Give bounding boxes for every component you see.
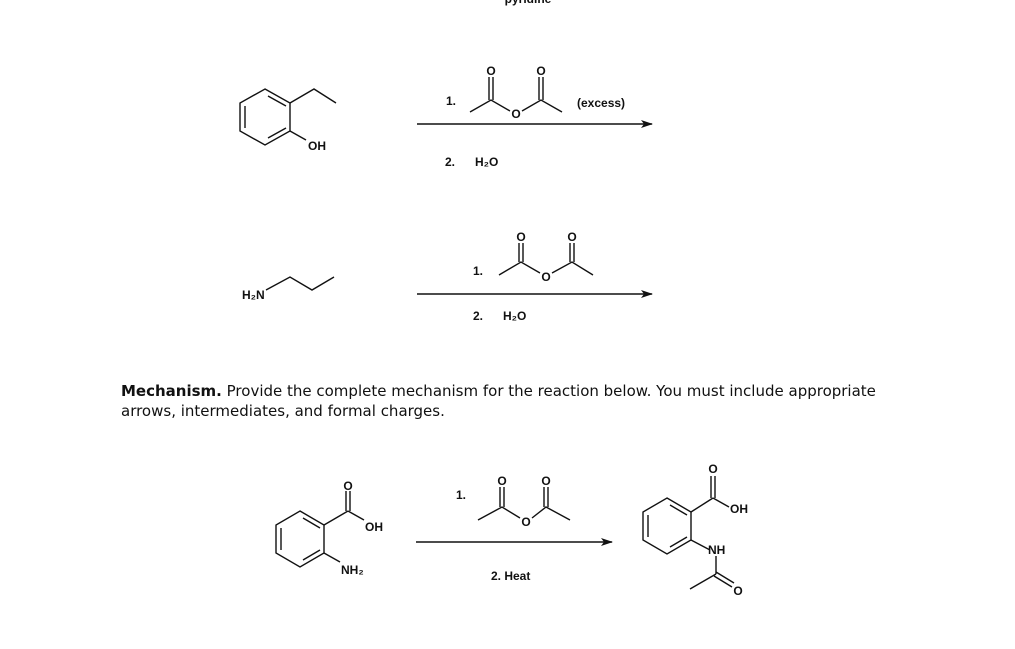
svg-text:O: O [497, 474, 506, 488]
reactant-2-ethylphenol: OH [239, 88, 337, 153]
excess-label: (excess) [577, 96, 625, 110]
pyridine-label-cut: pyridine [505, 0, 552, 6]
acetic-anhydride: O O O [477, 474, 571, 529]
mechanism-heading: Mechanism. [121, 382, 222, 400]
water-label: H₂O [475, 155, 498, 169]
svg-text:NH: NH [708, 543, 725, 557]
svg-text:OH: OH [730, 502, 748, 516]
acetic-anhydride: O O O [498, 230, 594, 284]
svg-text:O: O [733, 584, 742, 598]
svg-text:O: O [541, 474, 550, 488]
svg-text:O: O [708, 462, 717, 476]
acetic-anhydride: O O O [469, 64, 563, 121]
step2-label: 2. [445, 155, 455, 169]
svg-text:O: O [516, 230, 525, 244]
mechanism-text: Provide the complete mechanism for the r… [121, 382, 876, 420]
reactant-anthranilic-acid: O OH NH₂ [275, 479, 383, 577]
step1-label: 1. [446, 94, 456, 108]
mechanism-instructions: Mechanism. Provide the complete mechanis… [121, 381, 901, 421]
svg-text:O: O [536, 64, 545, 78]
h2n-label: H₂N [242, 288, 265, 302]
step2-label: 2. [473, 309, 483, 323]
svg-text:O: O [486, 64, 495, 78]
heat-label: 2. Heat [491, 569, 530, 583]
oh-label: OH [308, 139, 326, 153]
reactant-propylamine: H₂N [242, 276, 335, 302]
svg-text:O: O [541, 270, 550, 284]
step1-label: 1. [456, 488, 466, 502]
step1-label: 1. [473, 264, 483, 278]
product-acetylanthranilic-acid: O OH NH O [642, 462, 748, 598]
svg-text:OH: OH [365, 520, 383, 534]
svg-text:O: O [511, 107, 520, 121]
svg-text:O: O [343, 479, 352, 493]
svg-text:NH₂: NH₂ [341, 563, 364, 577]
svg-text:O: O [521, 515, 530, 529]
svg-text:O: O [567, 230, 576, 244]
water-label: H₂O [503, 309, 526, 323]
